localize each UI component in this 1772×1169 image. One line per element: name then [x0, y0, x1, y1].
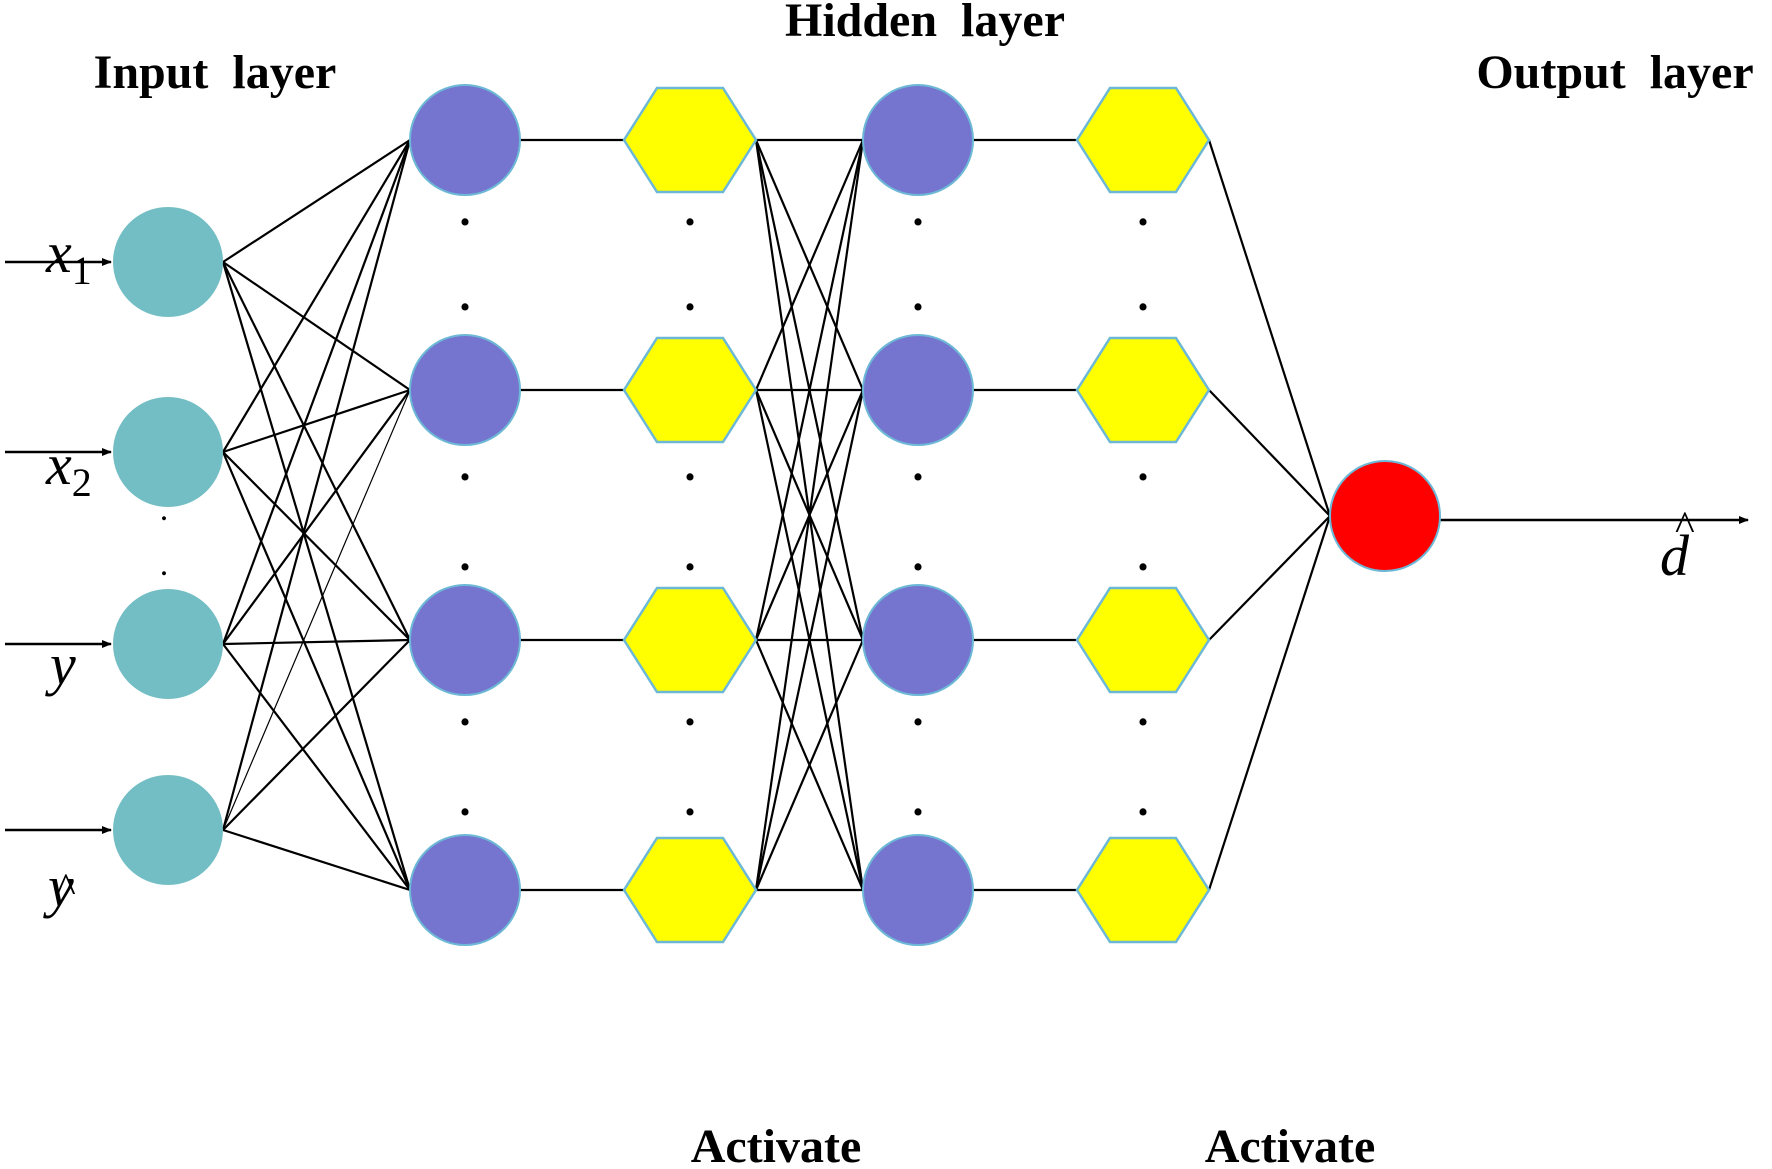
input-label-y: y [45, 632, 76, 697]
network-nodes [113, 84, 1441, 946]
svg-text:d: d [1660, 523, 1690, 588]
ellipsis-dots: .......................... [160, 186, 1149, 825]
input-ellipsis-dot-2: . [160, 546, 169, 583]
edge-input2-h1-3 [222, 451, 411, 641]
ellipsis-dot-c3-g3-2: . [913, 776, 924, 825]
activation1-hexagon-2 [622, 336, 758, 444]
svg-text:x1: x1 [45, 220, 92, 293]
edge-input4-h1-2 [222, 389, 411, 831]
hidden2-node-4 [862, 834, 974, 946]
activation1-hexagon-4 [622, 836, 758, 944]
ellipsis-dot-c2-g1-1: . [685, 186, 696, 235]
ellipsis-dot-c3-g2-1: . [913, 441, 924, 490]
ellipsis-dot-c3-g2-2: . [913, 531, 924, 580]
edge-input4-h1-4 [222, 828, 411, 892]
ellipsis-dot-c4-g2-2: . [1138, 531, 1149, 580]
edge-input1-h1-1 [222, 139, 411, 263]
hidden2-node-2 [862, 334, 974, 446]
edge-act2-4-output [1207, 515, 1332, 891]
activation1-hexagon-1 [622, 86, 758, 194]
activation2-hexagon-1 [1075, 86, 1211, 194]
edge-input2-h1-1 [222, 139, 411, 453]
edge-input1-h1-4 [221, 261, 412, 891]
edge-act1-4-h2-1 [754, 139, 865, 891]
edge-input3-h1-2 [222, 389, 411, 645]
edge-act1-2-h2-1 [754, 139, 865, 391]
output-layer-title: Output layer [1476, 46, 1753, 99]
input-node-4 [113, 775, 223, 885]
io-arrows [5, 258, 1749, 834]
hidden-layer-title: Hidden layer [785, 0, 1065, 47]
input-node-3 [113, 589, 223, 699]
ellipsis-dot-c4-g1-1: . [1138, 186, 1149, 235]
edge-input1-h1-2 [222, 261, 411, 391]
hidden1-node-1 [409, 84, 521, 196]
activate-label-1: Activate [691, 1120, 862, 1169]
ellipsis-dot-c1-g1-1: . [460, 186, 471, 235]
input-label-y-hat: ^ y [43, 854, 76, 919]
activate-label-2: Activate [1205, 1120, 1376, 1169]
activation1-hexagon-3 [622, 586, 758, 694]
input-layer-title: Input layer [94, 46, 337, 99]
input-label-x1: x1 [45, 220, 92, 293]
edge-act1-4-h2-3 [754, 639, 865, 891]
ellipsis-dot-c3-g3-1: . [913, 686, 924, 735]
edge-act1-3-h2-1 [754, 139, 865, 641]
input-node-2 [113, 397, 223, 507]
edge-input2-h1-4 [221, 451, 412, 891]
ellipsis-dot-c3-g1-2: . [913, 271, 924, 320]
hidden1-node-4 [409, 834, 521, 946]
ellipsis-dot-c2-g3-1: . [685, 686, 696, 735]
hidden2-node-3 [862, 584, 974, 696]
svg-text:y: y [43, 854, 74, 919]
hidden2-node-1 [862, 84, 974, 196]
output-node [1329, 460, 1441, 572]
svg-text:^: ^ [56, 866, 76, 912]
edge-input1-h1-3 [222, 261, 411, 641]
hidden1-node-2 [409, 334, 521, 446]
activation2-hexagon-2 [1075, 336, 1211, 444]
edge-act1-4-h2-2 [754, 389, 865, 891]
ellipsis-dot-c4-g1-2: . [1138, 271, 1149, 320]
ellipsis-dot-c1-g3-2: . [460, 776, 471, 825]
input-node-1 [113, 207, 223, 317]
ellipsis-dot-c2-g1-2: . [685, 271, 696, 320]
activation2-hexagon-4 [1075, 836, 1211, 944]
activation2-hexagon-3 [1075, 586, 1211, 694]
ellipsis-dot-c2-g3-2: . [685, 776, 696, 825]
edge-input2-h1-2 [222, 388, 411, 454]
input-label-x2: x2 [45, 432, 92, 505]
ellipsis-dot-c1-g2-1: . [460, 441, 471, 490]
ellipsis-dot-c3-g1-1: . [913, 186, 924, 235]
hidden1-node-3 [409, 584, 521, 696]
ellipsis-dot-c4-g3-1: . [1138, 686, 1149, 735]
ellipsis-dot-c4-g2-1: . [1138, 441, 1149, 490]
edge-input4-h1-3 [222, 639, 411, 831]
ellipsis-dot-c1-g1-2: . [460, 271, 471, 320]
ellipsis-dot-c2-g2-2: . [685, 531, 696, 580]
edge-input4-h1-1 [221, 139, 412, 831]
edge-input3-h1-1 [221, 139, 412, 645]
svg-text:x2: x2 [45, 432, 92, 505]
edge-input3-h1-4 [222, 643, 411, 891]
edge-act2-1-output [1207, 139, 1332, 517]
edge-input3-h1-3 [222, 638, 411, 646]
ellipsis-dot-c2-g2-1: . [685, 441, 696, 490]
edge-act2-3-output [1208, 515, 1331, 641]
output-label-d-hat: ^ d [1660, 504, 1695, 588]
svg-text:y: y [45, 632, 76, 697]
svg-text:^: ^ [1675, 504, 1695, 550]
connection-edges [221, 138, 1332, 892]
input-ellipsis-dot-1: . [160, 491, 169, 528]
ellipsis-dot-c1-g2-2: . [460, 531, 471, 580]
ellipsis-dot-c1-g3-1: . [460, 686, 471, 735]
ellipsis-dot-c4-g3-2: . [1138, 776, 1149, 825]
edge-act2-2-output [1208, 389, 1331, 517]
